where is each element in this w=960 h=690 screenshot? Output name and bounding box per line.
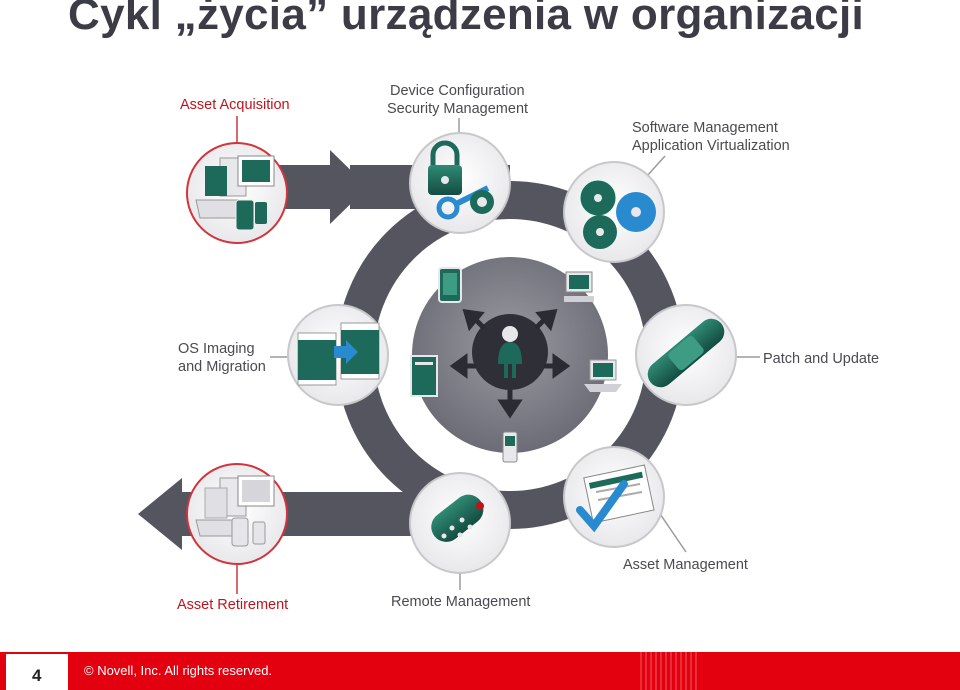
asset-management-node[interactable] bbox=[563, 446, 665, 548]
label-os-imaging: OS Imaging bbox=[178, 341, 255, 357]
footer-bar: 4 © Novell, Inc. All rights reserved. bbox=[0, 652, 960, 690]
label-software-management: Software Management bbox=[632, 120, 778, 136]
remote-management-node[interactable] bbox=[409, 472, 511, 574]
copyright-text: © Novell, Inc. All rights reserved. bbox=[84, 663, 273, 678]
label-and-migration: and Migration bbox=[178, 359, 266, 375]
center-arrows bbox=[449, 308, 571, 419]
discs-icon bbox=[579, 179, 656, 249]
label-application-virtualization: Application Virtualization bbox=[632, 138, 790, 154]
computers-icon bbox=[195, 155, 275, 231]
device-configuration-node[interactable] bbox=[409, 132, 511, 234]
label-asset-retirement: Asset Retirement bbox=[177, 597, 289, 613]
remote-control-icon bbox=[431, 494, 484, 542]
page-number: 4 bbox=[32, 666, 42, 685]
tablet-icon bbox=[438, 267, 462, 303]
phone-icon bbox=[502, 431, 518, 463]
patch-update-node[interactable] bbox=[635, 304, 737, 406]
asset-retirement-node[interactable] bbox=[186, 463, 288, 565]
user-icon bbox=[498, 326, 522, 378]
label-device-configuration: Device Configuration bbox=[390, 83, 525, 99]
page-title: Cykl „życia” urządzenia w organizacji bbox=[68, 0, 865, 39]
boxes-icon bbox=[297, 322, 380, 386]
label-patch-update: Patch and Update bbox=[763, 351, 880, 367]
clipboard-check-icon bbox=[576, 464, 655, 533]
bandage-icon bbox=[647, 318, 725, 388]
computers-icon bbox=[195, 475, 275, 547]
laptop-icon bbox=[584, 359, 622, 392]
lifecycle-diagram bbox=[138, 116, 760, 594]
label-asset-management: Asset Management bbox=[623, 557, 748, 573]
asset-acquisition-node[interactable] bbox=[186, 142, 288, 244]
label-security-management: Security Management bbox=[387, 101, 529, 117]
software-management-node[interactable] bbox=[563, 161, 665, 263]
server-icon bbox=[410, 355, 438, 397]
page-number-box: 4 bbox=[6, 654, 68, 690]
decorative-stripes bbox=[640, 652, 700, 690]
os-imaging-node[interactable] bbox=[287, 304, 389, 406]
label-asset-acquisition: Asset Acquisition bbox=[180, 97, 290, 113]
label-remote-management: Remote Management bbox=[391, 594, 531, 610]
lock-keys-icon bbox=[428, 140, 494, 220]
monitor-icon bbox=[564, 271, 594, 302]
